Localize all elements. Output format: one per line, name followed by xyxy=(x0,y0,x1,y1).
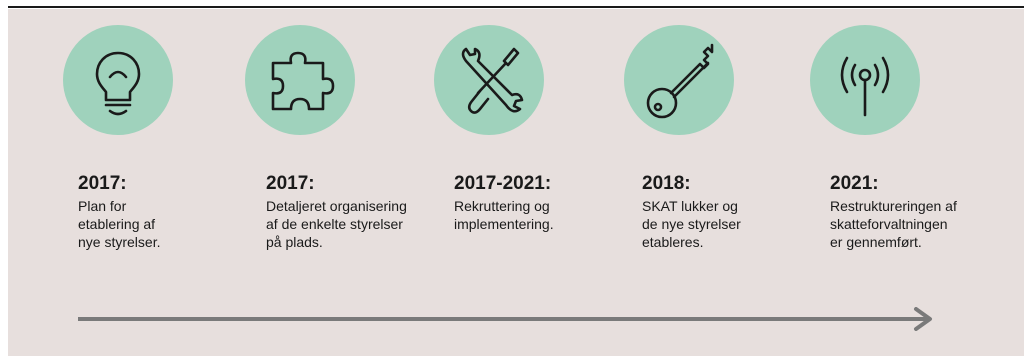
description-line: Detaljeret organisering xyxy=(266,198,407,214)
description-line: Restruktureringen af xyxy=(830,198,957,214)
description-line: implementering. xyxy=(454,216,554,232)
description-line: på plads. xyxy=(266,234,323,250)
step-year: 2021: xyxy=(830,173,879,194)
description-line: etableres. xyxy=(642,234,704,250)
step-description: SKAT lukker og de nye styrelser etablere… xyxy=(642,197,741,251)
description-line: de nye styrelser xyxy=(642,216,741,232)
description-line: er gennemført. xyxy=(830,234,922,250)
step-description: Rekruttering og implementering. xyxy=(454,197,554,233)
step-year: 2017-2021: xyxy=(454,173,552,194)
broadcast-antenna-icon xyxy=(810,25,920,135)
description-line: SKAT lukker og xyxy=(642,198,738,214)
step-description: Plan for etablering af nye styrelser. xyxy=(78,197,160,251)
description-line: Plan for xyxy=(78,198,127,214)
description-line: nye styrelser. xyxy=(78,234,161,250)
description-line: etablering af xyxy=(78,216,156,232)
step-year: 2017: xyxy=(78,173,127,194)
description-line: af de enkelte styrelser xyxy=(266,216,403,232)
timeline-arrow xyxy=(78,307,932,331)
step-year: 2018: xyxy=(642,173,691,194)
description-line: skatteforvaltningen xyxy=(830,216,948,232)
description-line: Rekruttering og xyxy=(454,198,550,214)
step-description: Restruktureringen af skatteforvaltningen… xyxy=(830,197,957,251)
wrench-screwdriver-icon xyxy=(434,25,544,135)
step-year: 2017: xyxy=(266,173,315,194)
key-icon xyxy=(624,25,734,135)
step-description: Detaljeret organisering af de enkelte st… xyxy=(266,197,407,251)
top-rule xyxy=(8,6,1024,8)
timeline-panel: 2017: Plan for etablering af nye styrels… xyxy=(8,9,1024,356)
puzzle-piece-icon xyxy=(245,25,355,135)
lightbulb-icon xyxy=(63,25,173,135)
